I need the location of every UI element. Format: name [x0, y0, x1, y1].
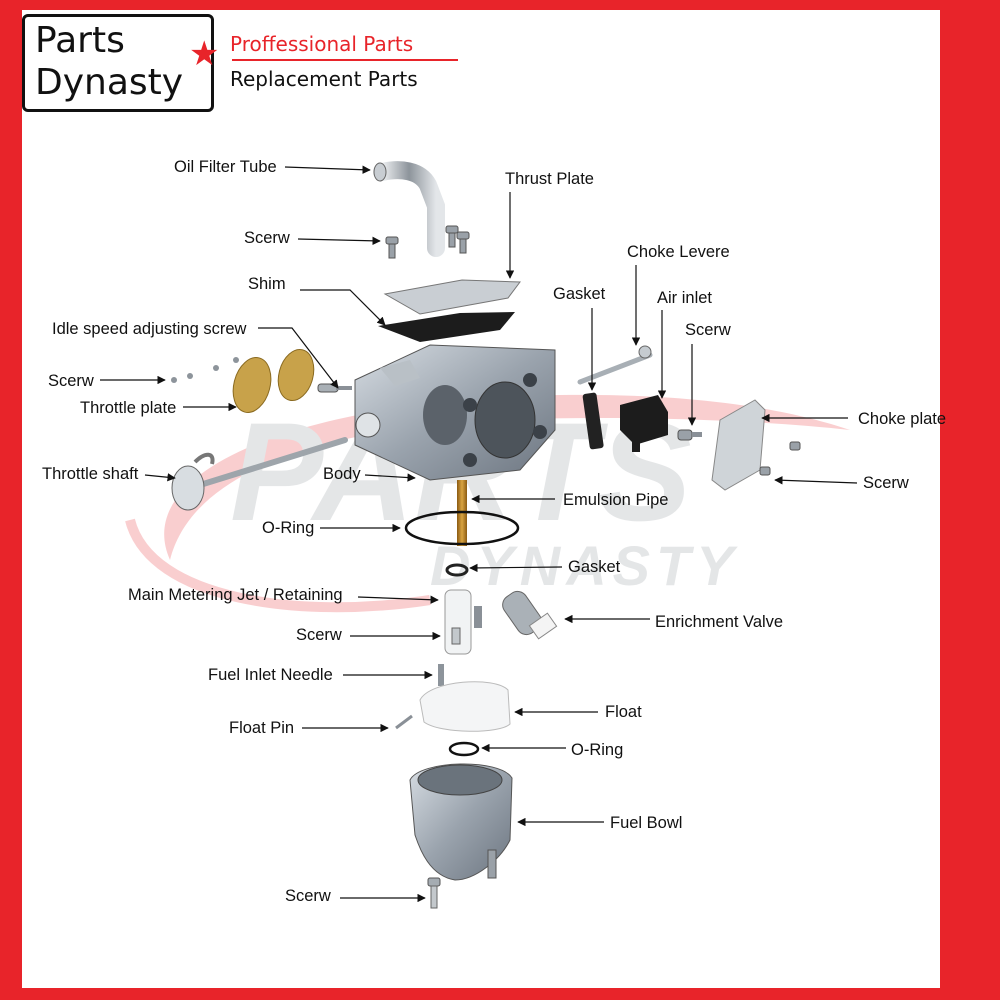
- label-screw-top: Scerw: [244, 229, 290, 247]
- label-screw-bottom: Scerw: [285, 887, 331, 905]
- screw-part-bottom: [427, 877, 441, 909]
- fuel-inlet-needle-part: [438, 664, 444, 686]
- arrow-screw-top: [297, 236, 381, 246]
- logo-text-dynasty: Dynasty: [35, 62, 184, 103]
- o-ring-part-lower: [448, 741, 480, 757]
- label-o-ring-upper: O-Ring: [262, 519, 315, 537]
- body-part: [354, 344, 556, 481]
- watermark-text-dynasty: DYNASTY: [430, 534, 740, 597]
- label-screw-left: Scerw: [48, 372, 94, 390]
- arrow-gasket-lower: [469, 563, 563, 573]
- label-choke-lever: Choke Levere: [627, 243, 730, 261]
- screw-part-left: [171, 357, 239, 383]
- arrow-shim: [300, 289, 386, 326]
- arrow-oil-filter-tube: [284, 165, 371, 174]
- leader-arrows: [100, 165, 858, 903]
- air-inlet-part: [620, 395, 668, 452]
- label-o-ring-lower: O-Ring: [571, 741, 624, 759]
- screw-part-right-lower: [759, 441, 801, 476]
- throttle-shaft-part: [171, 437, 348, 511]
- label-emulsion-pipe: Emulsion Pipe: [563, 491, 669, 509]
- watermark-swoosh: [164, 394, 850, 560]
- label-choke-plate: Choke plate: [858, 410, 947, 428]
- screw-part-top: [385, 225, 470, 259]
- arrow-main-metering-jet: [357, 595, 439, 604]
- float-part: [419, 681, 511, 732]
- label-gasket-lower: Gasket: [568, 558, 621, 576]
- arrow-body: [364, 473, 416, 482]
- o-ring-part-upper: [404, 510, 520, 546]
- label-float: Float: [605, 703, 642, 721]
- star-icon: ★: [189, 35, 220, 73]
- fuel-bowl-part: [409, 763, 513, 881]
- label-screw-middle: Scerw: [296, 626, 342, 644]
- float-pin-part: [395, 714, 413, 730]
- brand-logo: Parts ★ Dynasty: [22, 14, 219, 112]
- oil-filter-tube-part: [373, 161, 445, 257]
- label-fuel-bowl: Fuel Bowl: [610, 814, 683, 832]
- choke-lever-part: [577, 345, 653, 385]
- gasket-part-lower: [445, 563, 469, 577]
- label-screw-right-upper: Scerw: [685, 321, 731, 339]
- label-idle-speed-screw: Idle speed adjusting screw: [52, 320, 247, 338]
- screw-part-middle: [451, 627, 461, 645]
- screw-part-right-upper: [677, 429, 702, 441]
- label-throttle-plate: Throttle plate: [80, 399, 177, 417]
- label-gasket-upper: Gasket: [553, 285, 606, 303]
- label-main-metering-jet: Main Metering Jet / Retaining: [128, 586, 343, 604]
- logo-text-parts: Parts: [35, 20, 125, 61]
- tagline-divider: [232, 59, 458, 61]
- shim-part: [378, 312, 515, 342]
- label-shim: Shim: [248, 275, 286, 293]
- label-fuel-inlet-needle: Fuel Inlet Needle: [208, 666, 333, 684]
- label-oil-filter-tube: Oil Filter Tube: [174, 158, 277, 176]
- label-thrust-plate: Thrust Plate: [505, 170, 594, 188]
- arrow-screw-right-lower: [774, 476, 858, 485]
- label-screw-right-lower: Scerw: [863, 474, 909, 492]
- tagline-professional: Proffessional Parts: [230, 32, 414, 56]
- gasket-part-upper: [582, 392, 604, 450]
- thrust-plate-part: [383, 279, 521, 315]
- idle-screw-part: [317, 383, 352, 393]
- main-metering-jet-part: [444, 589, 482, 655]
- label-enrichment-valve: Enrichment Valve: [655, 613, 784, 631]
- arrow-throttle-shaft: [144, 473, 176, 482]
- label-air-inlet: Air inlet: [657, 289, 713, 307]
- enrichment-valve-part: [502, 590, 558, 640]
- watermark-swoosh-lower: [125, 518, 431, 613]
- label-float-pin: Float Pin: [229, 719, 295, 737]
- arrow-idle-screw: [258, 327, 339, 389]
- throttle-plate-part: [232, 349, 315, 413]
- label-body: Body: [323, 465, 361, 483]
- tagline-replacement: Replacement Parts: [230, 67, 418, 91]
- label-throttle-shaft: Throttle shaft: [42, 465, 139, 483]
